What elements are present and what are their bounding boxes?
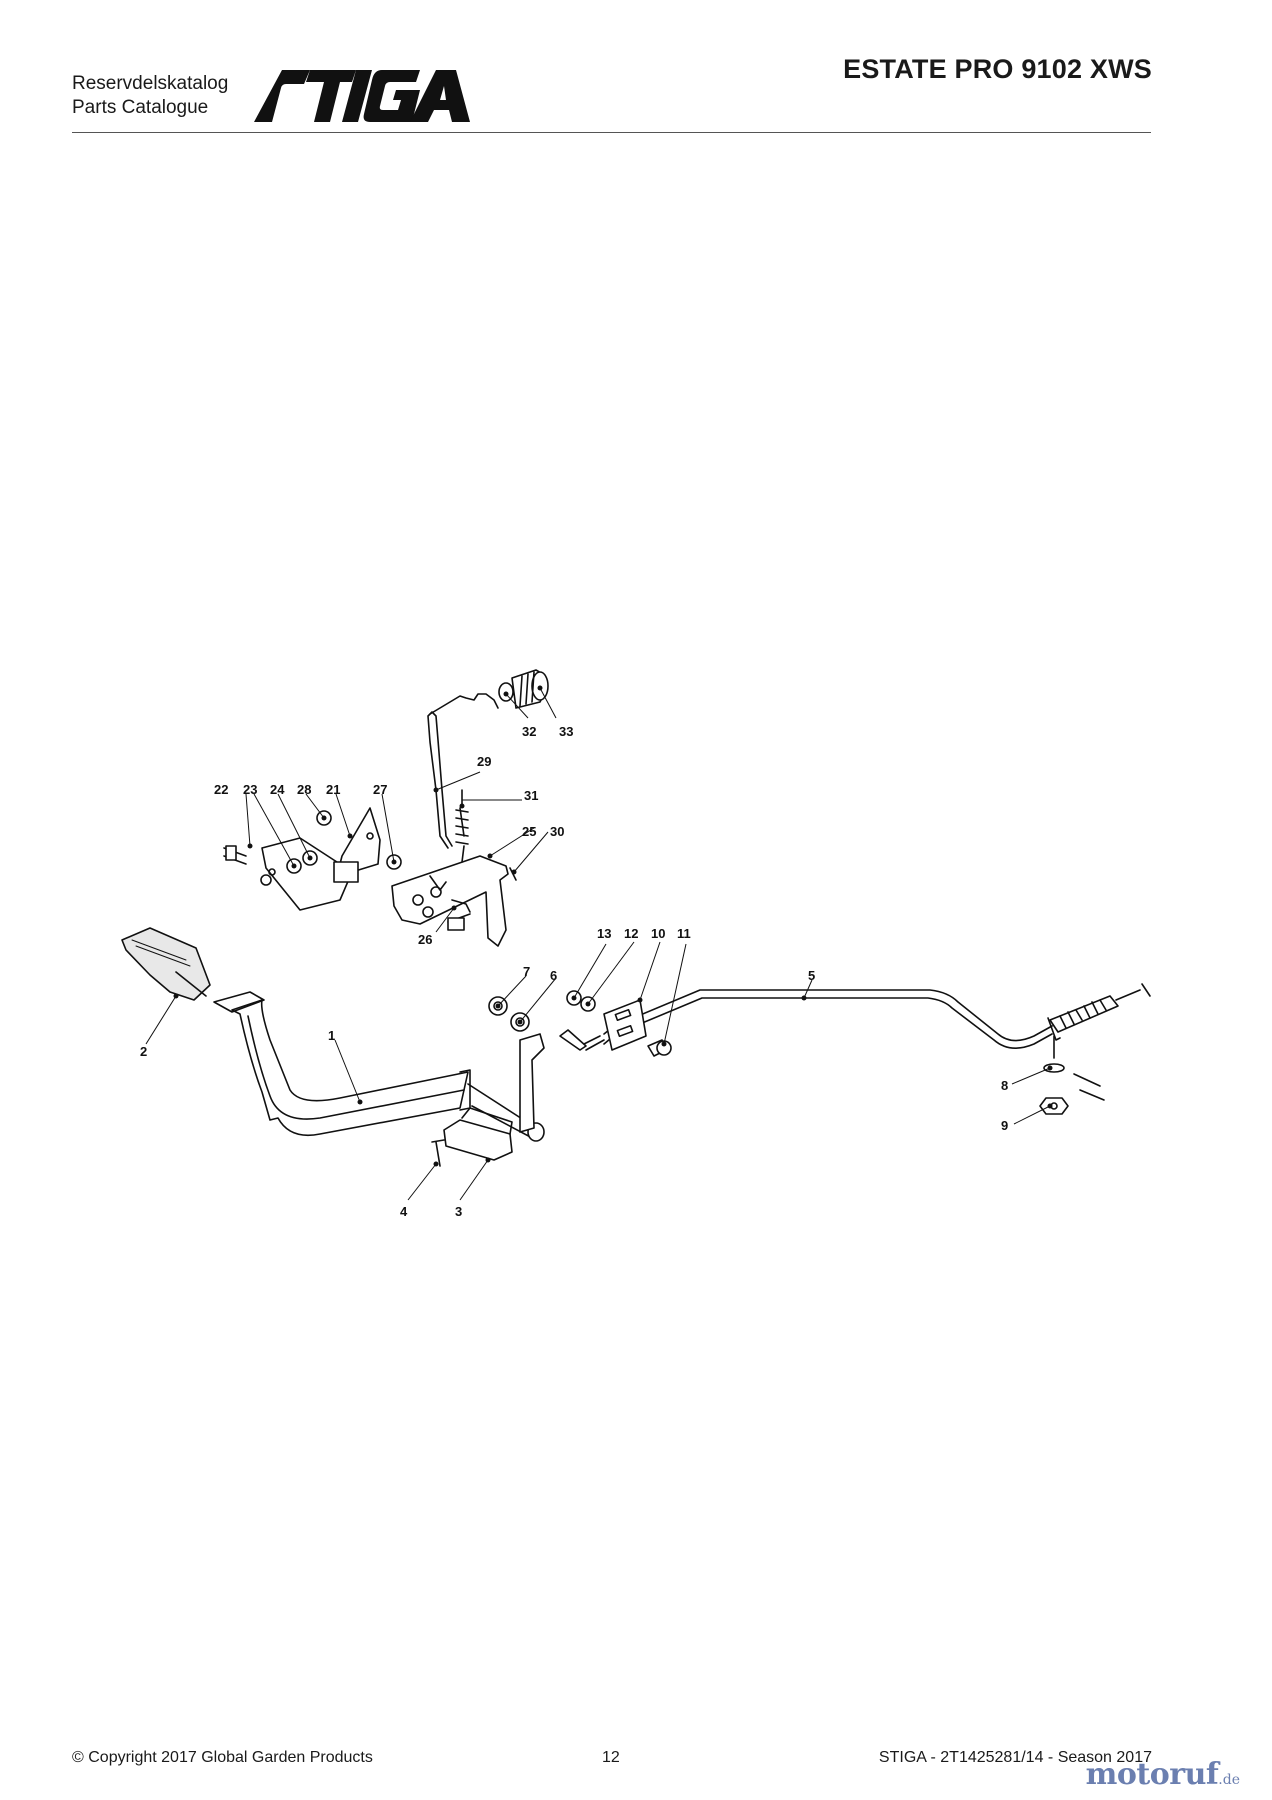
callout-25: 25	[522, 824, 536, 839]
callout-28: 28	[297, 782, 311, 797]
site-watermark: motoruf.de	[1086, 1757, 1240, 1792]
document-reference: STIGA - 2T1425281/14 - Season 2017	[878, 1749, 1152, 1766]
catalog-line-swedish: Reservdelskatalog	[72, 73, 229, 94]
callout-21: 21	[326, 782, 340, 797]
catalog-line-english: Parts Catalogue	[72, 97, 209, 118]
upper-bracket-drawing	[223, 807, 402, 911]
callout-27: 27	[373, 782, 387, 797]
header-divider	[72, 132, 1151, 133]
callout-26: 26	[418, 932, 432, 947]
callout-6: 6	[550, 968, 557, 983]
long-rod-drawing	[559, 989, 1053, 1057]
callout-12: 12	[624, 926, 638, 941]
pedal-pad-drawing	[121, 927, 211, 1001]
spring-assembly-drawing	[1039, 983, 1151, 1115]
callout-10: 10	[651, 926, 665, 941]
model-title: ESTATE PRO 9102 XWS	[843, 54, 1152, 84]
callout-8: 8	[1001, 1078, 1008, 1093]
callout-32: 32	[522, 724, 536, 739]
callout-1: 1	[328, 1028, 335, 1043]
catalog-label: Reservdelskatalog Parts Catalogue	[72, 72, 228, 120]
callout-5: 5	[808, 968, 815, 983]
page-number: 12	[602, 1749, 620, 1766]
copyright-text: © Copyright 2017 Global Garden Products	[72, 1749, 373, 1766]
callout-2: 2	[140, 1044, 147, 1059]
callout-11: 11	[677, 926, 691, 941]
callout-23: 23	[243, 782, 257, 797]
lever-plate-drawing	[488, 996, 545, 1133]
cam-plate-drawing	[391, 669, 549, 947]
watermark-suffix: .de	[1218, 1772, 1240, 1788]
watermark-main: motoruf	[1085, 1757, 1219, 1792]
callout-9: 9	[1001, 1118, 1008, 1133]
pedal-bracket-drawing	[431, 1107, 513, 1167]
callout-30: 30	[550, 824, 564, 839]
callout-33: 33	[559, 724, 573, 739]
callout-7: 7	[523, 964, 530, 979]
callout-29: 29	[477, 754, 491, 769]
stiga-logo	[254, 70, 470, 122]
callout-22: 22	[214, 782, 228, 797]
callout-24: 24	[270, 782, 285, 797]
callout-4: 4	[400, 1204, 408, 1219]
callout-13: 13	[597, 926, 611, 941]
callout-3: 3	[455, 1204, 462, 1219]
callout-31: 31	[524, 788, 538, 803]
